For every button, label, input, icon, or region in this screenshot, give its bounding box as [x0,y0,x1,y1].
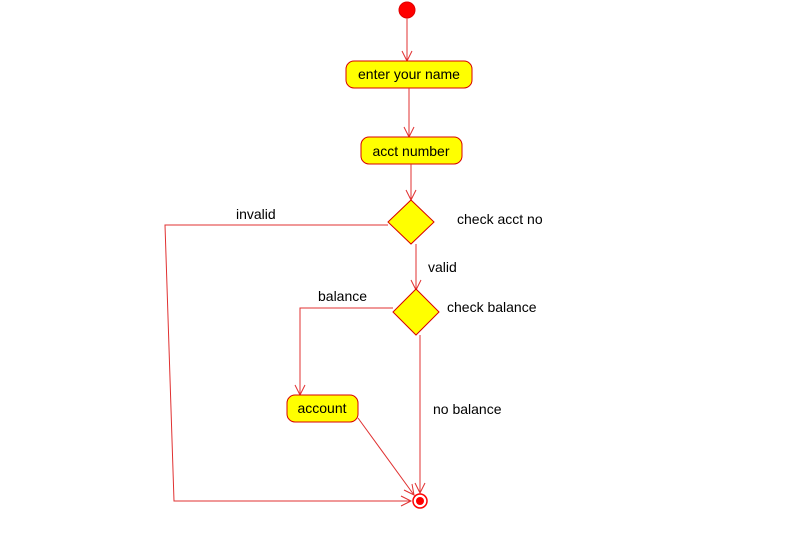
initial-node[interactable] [398,1,416,19]
flow-invalid-to-final [164,224,413,507]
flow-no-balance-to-final [414,335,426,495]
flow-account-to-final [357,417,415,496]
decision-check-acct-no-label: check acct no [457,211,543,227]
final-node[interactable] [412,493,428,509]
decision-check-balance-label: check balance [447,299,537,315]
decision-check-acct-no[interactable] [387,199,435,245]
flow-enter-name-to-acct-number [403,88,415,139]
action-acct-number-label: acct number [372,143,449,159]
flow-valid-to-check-balance [410,244,422,292]
action-enter-your-name[interactable]: enter your name [345,60,473,89]
action-enter-your-name-label: enter your name [358,66,460,82]
flow-initial-to-enter-name [401,18,413,63]
edge-label-no-balance: no balance [433,401,502,417]
edge-label-balance: balance [318,288,367,304]
action-account-label: account [297,400,346,416]
edge-label-valid: valid [428,259,457,275]
edge-label-invalid: invalid [236,206,276,222]
action-acct-number[interactable]: acct number [360,136,463,165]
flow-acct-number-to-check-acct [405,164,417,202]
decision-check-balance[interactable] [392,288,440,336]
flow-balance-to-account [294,307,393,397]
action-account[interactable]: account [286,394,359,423]
